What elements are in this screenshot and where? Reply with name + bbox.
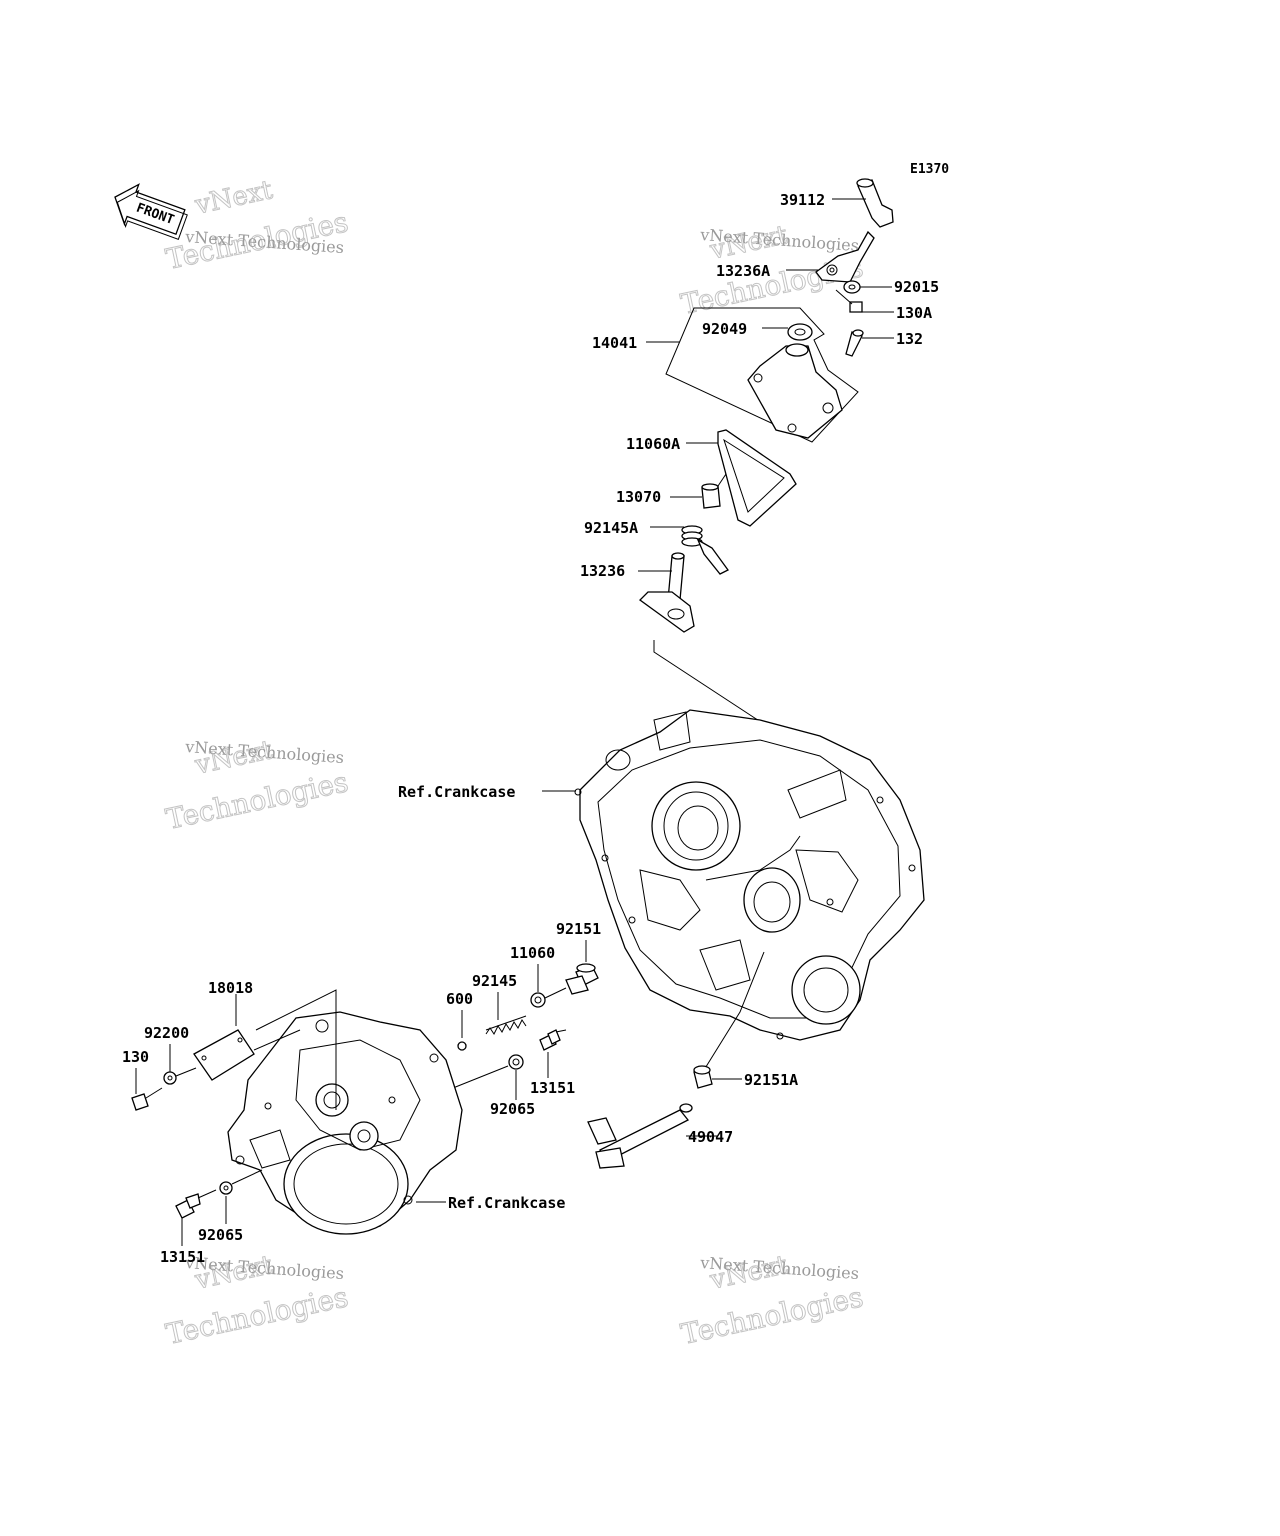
plug-92151: [565, 963, 599, 995]
label-ref-crankcase-2: Ref.Crankcase: [448, 1194, 565, 1212]
bushing-13070: [701, 473, 727, 509]
label-18018: 18018: [208, 979, 253, 997]
cover-group-bracket-14041: [665, 307, 859, 443]
label-92200: 92200: [144, 1024, 189, 1042]
label-92151: 92151: [556, 920, 601, 938]
washer-11060: [530, 992, 546, 1008]
label-92049: 92049: [702, 320, 747, 338]
cover-plate-18018: [193, 1029, 255, 1081]
label-ref-crankcase-1: Ref.Crankcase: [398, 783, 515, 801]
diagram-code: E1370: [910, 162, 949, 177]
label-92145A: 92145A: [584, 519, 638, 537]
label-11060A: 11060A: [626, 435, 680, 453]
shift-cover-body: [747, 343, 843, 439]
label-13151-lower: 13151: [160, 1248, 205, 1266]
label-13151-upper: 13151: [530, 1079, 575, 1097]
shift-shaft-13236: [639, 552, 695, 633]
bolt-130: [131, 1087, 163, 1111]
bolt-130A: [835, 289, 863, 313]
label-11060: 11060: [510, 944, 555, 962]
label-13070: 13070: [616, 488, 661, 506]
watermark-text: Technologies: [163, 765, 351, 836]
label-130A: 130A: [896, 304, 932, 322]
label-49047: 49047: [688, 1128, 733, 1146]
watermark-top-left: vNext Technologies: [162, 175, 351, 277]
front-arrow-icon: FRONT: [114, 183, 188, 240]
label-39112: 39112: [780, 191, 825, 209]
watermark-bottom-right: vNext Technologies: [677, 1250, 866, 1352]
label-92065-upper: 92065: [490, 1100, 535, 1118]
washer-92200: [163, 1071, 177, 1085]
label-92015: 92015: [894, 278, 939, 296]
watermark-text: Technologies: [678, 1280, 866, 1351]
shift-lever-knob-39112: [856, 178, 894, 228]
watermark-text: Technologies: [163, 1280, 351, 1351]
bolt-132: [845, 329, 864, 357]
watermark-mid-left: vNext Technologies: [162, 735, 351, 837]
spring-92145: [485, 1015, 527, 1035]
neutral-switch-13151-lower: [175, 1189, 217, 1219]
label-13236: 13236: [580, 562, 625, 580]
gasket-11060A: [717, 429, 797, 527]
watermark-text: vNext: [192, 175, 276, 221]
label-92151A: 92151A: [744, 1071, 798, 1089]
neutral-switch-13151-upper: [539, 1029, 567, 1051]
shift-lever-13236A: [815, 230, 875, 283]
nut-92015: [843, 280, 861, 294]
crankcase-main: [574, 709, 925, 1041]
label-130: 130: [122, 1048, 149, 1066]
ball-600: [457, 1041, 467, 1051]
label-92065-lower: 92065: [198, 1226, 243, 1244]
shift-fork-49047: [587, 1103, 693, 1169]
label-92145: 92145: [472, 972, 517, 990]
gasket-92065-lower: [219, 1181, 233, 1195]
label-600: 600: [446, 990, 473, 1008]
label-132: 132: [896, 330, 923, 348]
gasket-92065-upper: [508, 1054, 524, 1070]
return-spring-92145A: [681, 525, 729, 575]
plug-92151A: [693, 1065, 713, 1089]
label-14041: 14041: [592, 334, 637, 352]
crankcase-left-cover: [227, 1011, 463, 1235]
oil-seal-92049: [787, 323, 813, 341]
label-13236A: 13236A: [716, 262, 770, 280]
